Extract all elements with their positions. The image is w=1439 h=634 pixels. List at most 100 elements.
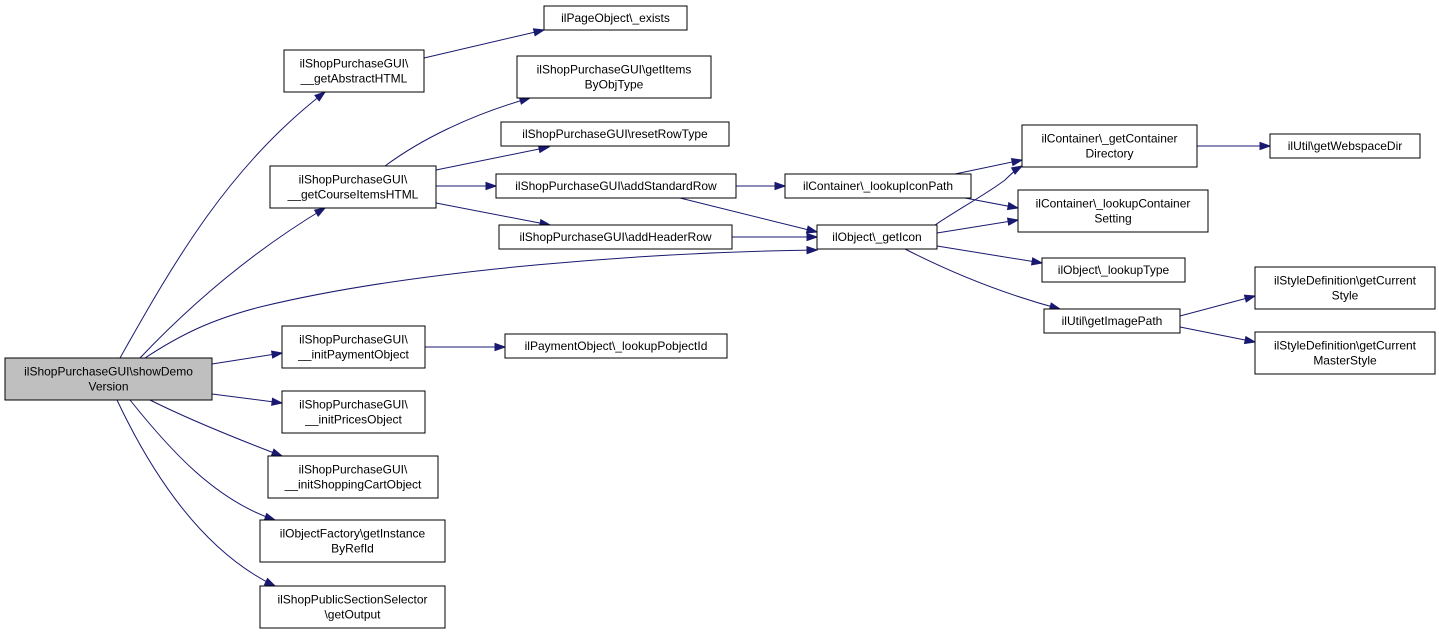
arrowhead-icon	[313, 207, 327, 218]
node-label: ilShopPurchaseGUI\addStandardRow	[515, 179, 717, 193]
node-initcart[interactable]: ilShopPurchaseGUI\__initShoppingCartObje…	[267, 455, 439, 499]
edge-line	[679, 197, 818, 233]
edge-root-to-initcart	[149, 399, 284, 457]
node-webspacedir[interactable]: ilUtil\getWebspaceDir	[1269, 133, 1421, 159]
arrowhead-icon	[263, 577, 277, 587]
node-label: Directory	[1085, 147, 1133, 161]
node-label: __getAbstractHTML	[300, 72, 408, 86]
edge-line	[954, 159, 1023, 175]
edge-line	[904, 248, 1061, 310]
node-label: ilObjectFactory\getInstance	[280, 527, 426, 541]
edge-lookupiconpath-to-getcontainerdir	[954, 158, 1024, 175]
node-label: __initPaymentObject	[297, 348, 409, 362]
edge-line	[116, 399, 276, 587]
edge-line	[1179, 326, 1256, 343]
edge-line	[149, 399, 283, 457]
edge-getcontainerdir-to-webspacedir	[1197, 141, 1272, 151]
node-box	[259, 519, 446, 563]
edge-courseitems-to-resetrow	[435, 144, 551, 171]
edge-courseitems-to-addheader	[435, 202, 552, 228]
node-box	[281, 390, 426, 434]
node-label: __initShoppingCartObject	[284, 478, 422, 492]
edge-addheader-to-geticon	[732, 232, 819, 242]
arrowhead-icon	[1030, 257, 1044, 266]
edge-line	[1179, 295, 1256, 317]
edge-line	[423, 29, 545, 59]
arrowhead-icon	[314, 91, 327, 102]
node-box	[1254, 331, 1436, 375]
node-label: ByRefId	[331, 542, 374, 556]
arrowhead-icon	[1259, 141, 1272, 151]
node-initprices[interactable]: ilShopPurchaseGUI\__initPricesObject	[281, 390, 426, 434]
edge-line	[435, 146, 550, 171]
edge-geticon-to-lookuptype	[936, 245, 1044, 266]
arrowhead-icon	[806, 245, 819, 255]
node-box	[543, 5, 688, 31]
node-box	[4, 357, 213, 401]
arrowhead-icon	[1243, 294, 1257, 303]
node-box	[516, 55, 712, 99]
edge-line	[211, 352, 283, 365]
node-label: ilContainer\_lookupContainer	[1036, 197, 1191, 211]
node-label: \getOutput	[324, 608, 381, 622]
node-box	[1017, 189, 1209, 233]
arrowhead-icon	[270, 350, 284, 359]
node-resetrow[interactable]: ilShopPurchaseGUI\resetRowType	[500, 121, 730, 147]
node-lookupiconpath[interactable]: ilContainer\_lookupIconPath	[784, 173, 972, 199]
edge-line	[139, 207, 326, 359]
node-label: ilPaymentObject\_lookupPobjectId	[525, 339, 708, 353]
node-label: ByObjType	[585, 78, 644, 92]
node-label: ilShopPurchaseGUI\	[299, 463, 408, 477]
node-initpayment[interactable]: ilShopPurchaseGUI\__initPaymentObject	[281, 325, 426, 369]
node-label: ilStyleDefinition\getCurrent	[1274, 339, 1417, 353]
edge-lookupiconpath-to-lookupcontainersetting	[964, 197, 1020, 211]
node-lookuptype[interactable]: ilObject\_lookupType	[1041, 257, 1186, 283]
node-box	[283, 49, 425, 93]
node-abstract[interactable]: ilShopPurchaseGUI\__getAbstractHTML	[283, 49, 425, 93]
node-box	[267, 455, 439, 499]
node-label: Setting	[1094, 212, 1131, 226]
node-box	[784, 173, 972, 199]
node-label: ilContainer\_lookupIconPath	[803, 179, 953, 193]
node-courseitems[interactable]: ilShopPurchaseGUI\__getCourseItemsHTML	[269, 165, 437, 209]
node-box	[816, 224, 938, 250]
edge-line	[936, 219, 1019, 234]
node-geticon[interactable]: ilObject\_getIcon	[816, 224, 938, 250]
edge-geticon-to-lookupcontainersetting	[936, 217, 1020, 234]
edge-addstandard-to-lookupiconpath	[736, 181, 787, 191]
arrowhead-icon	[270, 448, 284, 457]
node-label: ilUtil\getImagePath	[1062, 314, 1163, 328]
node-label: MasterStyle	[1313, 354, 1377, 368]
node-label: ilObject\_getIcon	[832, 230, 921, 244]
edge-line	[144, 249, 818, 359]
node-box	[1043, 308, 1181, 334]
node-label: Style	[1332, 289, 1359, 303]
node-getimagepath[interactable]: ilUtil\getImagePath	[1043, 308, 1181, 334]
edge-root-to-geticon	[144, 245, 819, 359]
arrowhead-icon	[774, 181, 787, 191]
edge-line	[119, 91, 326, 359]
edge-initpayment-to-lookuppobject	[425, 342, 507, 352]
arrowhead-icon	[1006, 201, 1020, 211]
node-addheader[interactable]: ilShopPurchaseGUI\addHeaderRow	[498, 224, 733, 250]
node-label: ilObject\_lookupType	[1058, 263, 1170, 277]
node-publicsection[interactable]: ilShopPublicSectionSelector\getOutput	[259, 585, 446, 629]
edge-addstandard-to-geticon	[679, 197, 819, 234]
edge-geticon-to-getimagepath	[904, 248, 1062, 311]
node-label: ilStyleDefinition\getCurrent	[1274, 274, 1417, 288]
node-pageexists[interactable]: ilPageObject\_exists	[543, 5, 688, 31]
node-box	[1021, 124, 1198, 168]
node-label: Version	[88, 380, 128, 394]
node-lookuppobject[interactable]: ilPaymentObject\_lookupPobjectId	[504, 333, 728, 359]
arrowhead-icon	[271, 397, 284, 406]
node-box	[1041, 257, 1186, 283]
node-addstandard[interactable]: ilShopPurchaseGUI\addStandardRow	[495, 173, 737, 199]
arrowhead-icon	[1010, 158, 1024, 167]
